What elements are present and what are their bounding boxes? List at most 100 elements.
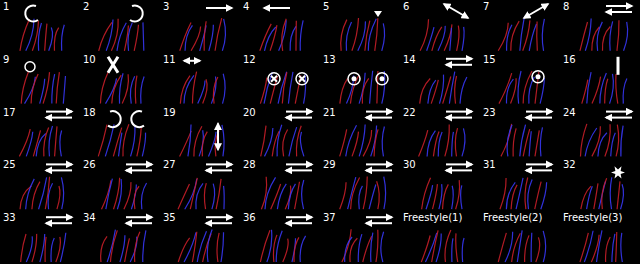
hand-stroke xyxy=(370,71,373,104)
gesture-number: 30 xyxy=(403,159,416,171)
hand-stroke xyxy=(203,79,207,103)
hand-stroke xyxy=(624,22,628,51)
motion-circle xyxy=(25,62,35,72)
hand-stroke xyxy=(40,234,45,262)
hand-stroke xyxy=(120,235,125,262)
hand-stroke xyxy=(283,239,288,262)
hand-stroke xyxy=(511,185,517,209)
motion-arrow xyxy=(264,7,290,9)
motion-arrow xyxy=(446,58,472,60)
hand-stroke xyxy=(197,231,206,262)
hand-stroke xyxy=(376,230,378,262)
hand-stroke xyxy=(348,177,356,209)
hand-stroke xyxy=(141,183,146,209)
hand-stroke xyxy=(119,133,122,157)
hand-stroke xyxy=(597,230,602,262)
hand-stroke xyxy=(135,232,140,262)
hand-stroke xyxy=(26,236,32,262)
hand-stroke xyxy=(362,78,368,103)
gesture-number: 5 xyxy=(323,1,329,13)
motion-circle xyxy=(296,73,308,85)
hand-stroke xyxy=(122,74,128,103)
hand-stroke xyxy=(302,180,304,209)
motion-arrow xyxy=(446,117,472,119)
hand-stroke xyxy=(63,76,65,104)
motion-arrow xyxy=(126,169,152,171)
hand-stroke xyxy=(26,19,34,51)
hand-stroke xyxy=(602,27,610,51)
hand-stroke xyxy=(209,25,214,51)
hand-stroke xyxy=(216,179,221,209)
hand-stroke xyxy=(616,232,617,262)
gesture-number: 10 xyxy=(83,54,96,66)
gesture-number: 14 xyxy=(403,54,416,66)
hand-stroke xyxy=(43,72,49,103)
motion-arrow xyxy=(446,111,472,113)
hand-stroke xyxy=(346,125,357,156)
motion-arrow xyxy=(206,163,232,165)
hand-stroke xyxy=(421,235,430,262)
hand-stroke xyxy=(288,72,293,104)
hand-stroke xyxy=(143,230,146,262)
gesture-number: 16 xyxy=(563,54,576,66)
hand-stroke xyxy=(507,125,512,157)
hand-stroke xyxy=(60,233,65,262)
motion-arrow xyxy=(126,222,152,224)
hand-stroke xyxy=(260,78,266,104)
hand-stroke xyxy=(204,183,206,209)
gesture-number: Freestyle(2) xyxy=(483,212,542,224)
hand-stroke xyxy=(529,131,531,156)
hand-stroke xyxy=(62,25,65,51)
hand-stroke xyxy=(616,74,618,104)
motion-circle xyxy=(376,73,388,85)
hand-stroke xyxy=(340,182,346,209)
hand-stroke xyxy=(267,230,272,262)
hand-stroke xyxy=(60,130,62,156)
hand-stroke xyxy=(610,74,614,104)
hand-stroke xyxy=(207,230,212,262)
hand-stroke xyxy=(352,132,358,157)
motion-arrow xyxy=(526,169,552,171)
hand-stroke xyxy=(597,22,602,51)
hand-stroke xyxy=(581,186,591,209)
gesture-number: 37 xyxy=(323,212,336,224)
hand-stroke xyxy=(261,126,266,157)
hand-stroke xyxy=(461,185,462,209)
motion-circle xyxy=(348,73,360,85)
motion-arrow xyxy=(366,222,392,224)
motion-arrow xyxy=(444,4,468,18)
hand-stroke xyxy=(282,72,287,103)
motion-arrow xyxy=(524,4,548,18)
hand-stroke xyxy=(264,128,272,156)
hand-stroke xyxy=(221,232,224,262)
motion-arrow xyxy=(446,169,472,171)
hand-stroke xyxy=(439,184,442,209)
hand-stroke xyxy=(501,124,512,156)
hand-stroke xyxy=(282,19,286,51)
gesture-number: 2 xyxy=(83,1,89,13)
motion-arrow xyxy=(606,5,632,7)
hand-stroke xyxy=(105,124,114,156)
hand-stroke xyxy=(270,76,277,104)
gesture-number: 7 xyxy=(483,1,489,13)
motion-arrow xyxy=(126,163,152,165)
hand-stroke xyxy=(340,129,347,156)
motion-burst xyxy=(611,166,625,178)
hand-stroke xyxy=(56,72,59,104)
hand-stroke xyxy=(520,18,524,50)
hand-stroke xyxy=(623,78,627,103)
hand-stroke xyxy=(212,184,215,210)
hand-stroke xyxy=(270,25,277,51)
gesture-number: 25 xyxy=(3,159,16,171)
hand-stroke xyxy=(100,72,108,104)
hand-stroke xyxy=(137,127,141,156)
hand-stroke xyxy=(57,186,60,209)
hand-stroke xyxy=(185,179,197,209)
motion-arrow xyxy=(606,11,632,13)
hand-stroke xyxy=(276,231,282,262)
hand-stroke xyxy=(449,72,454,104)
hand-stroke xyxy=(61,177,63,209)
hand-stroke xyxy=(621,126,623,157)
hand-stroke xyxy=(462,128,465,156)
hand-stroke xyxy=(616,125,619,157)
